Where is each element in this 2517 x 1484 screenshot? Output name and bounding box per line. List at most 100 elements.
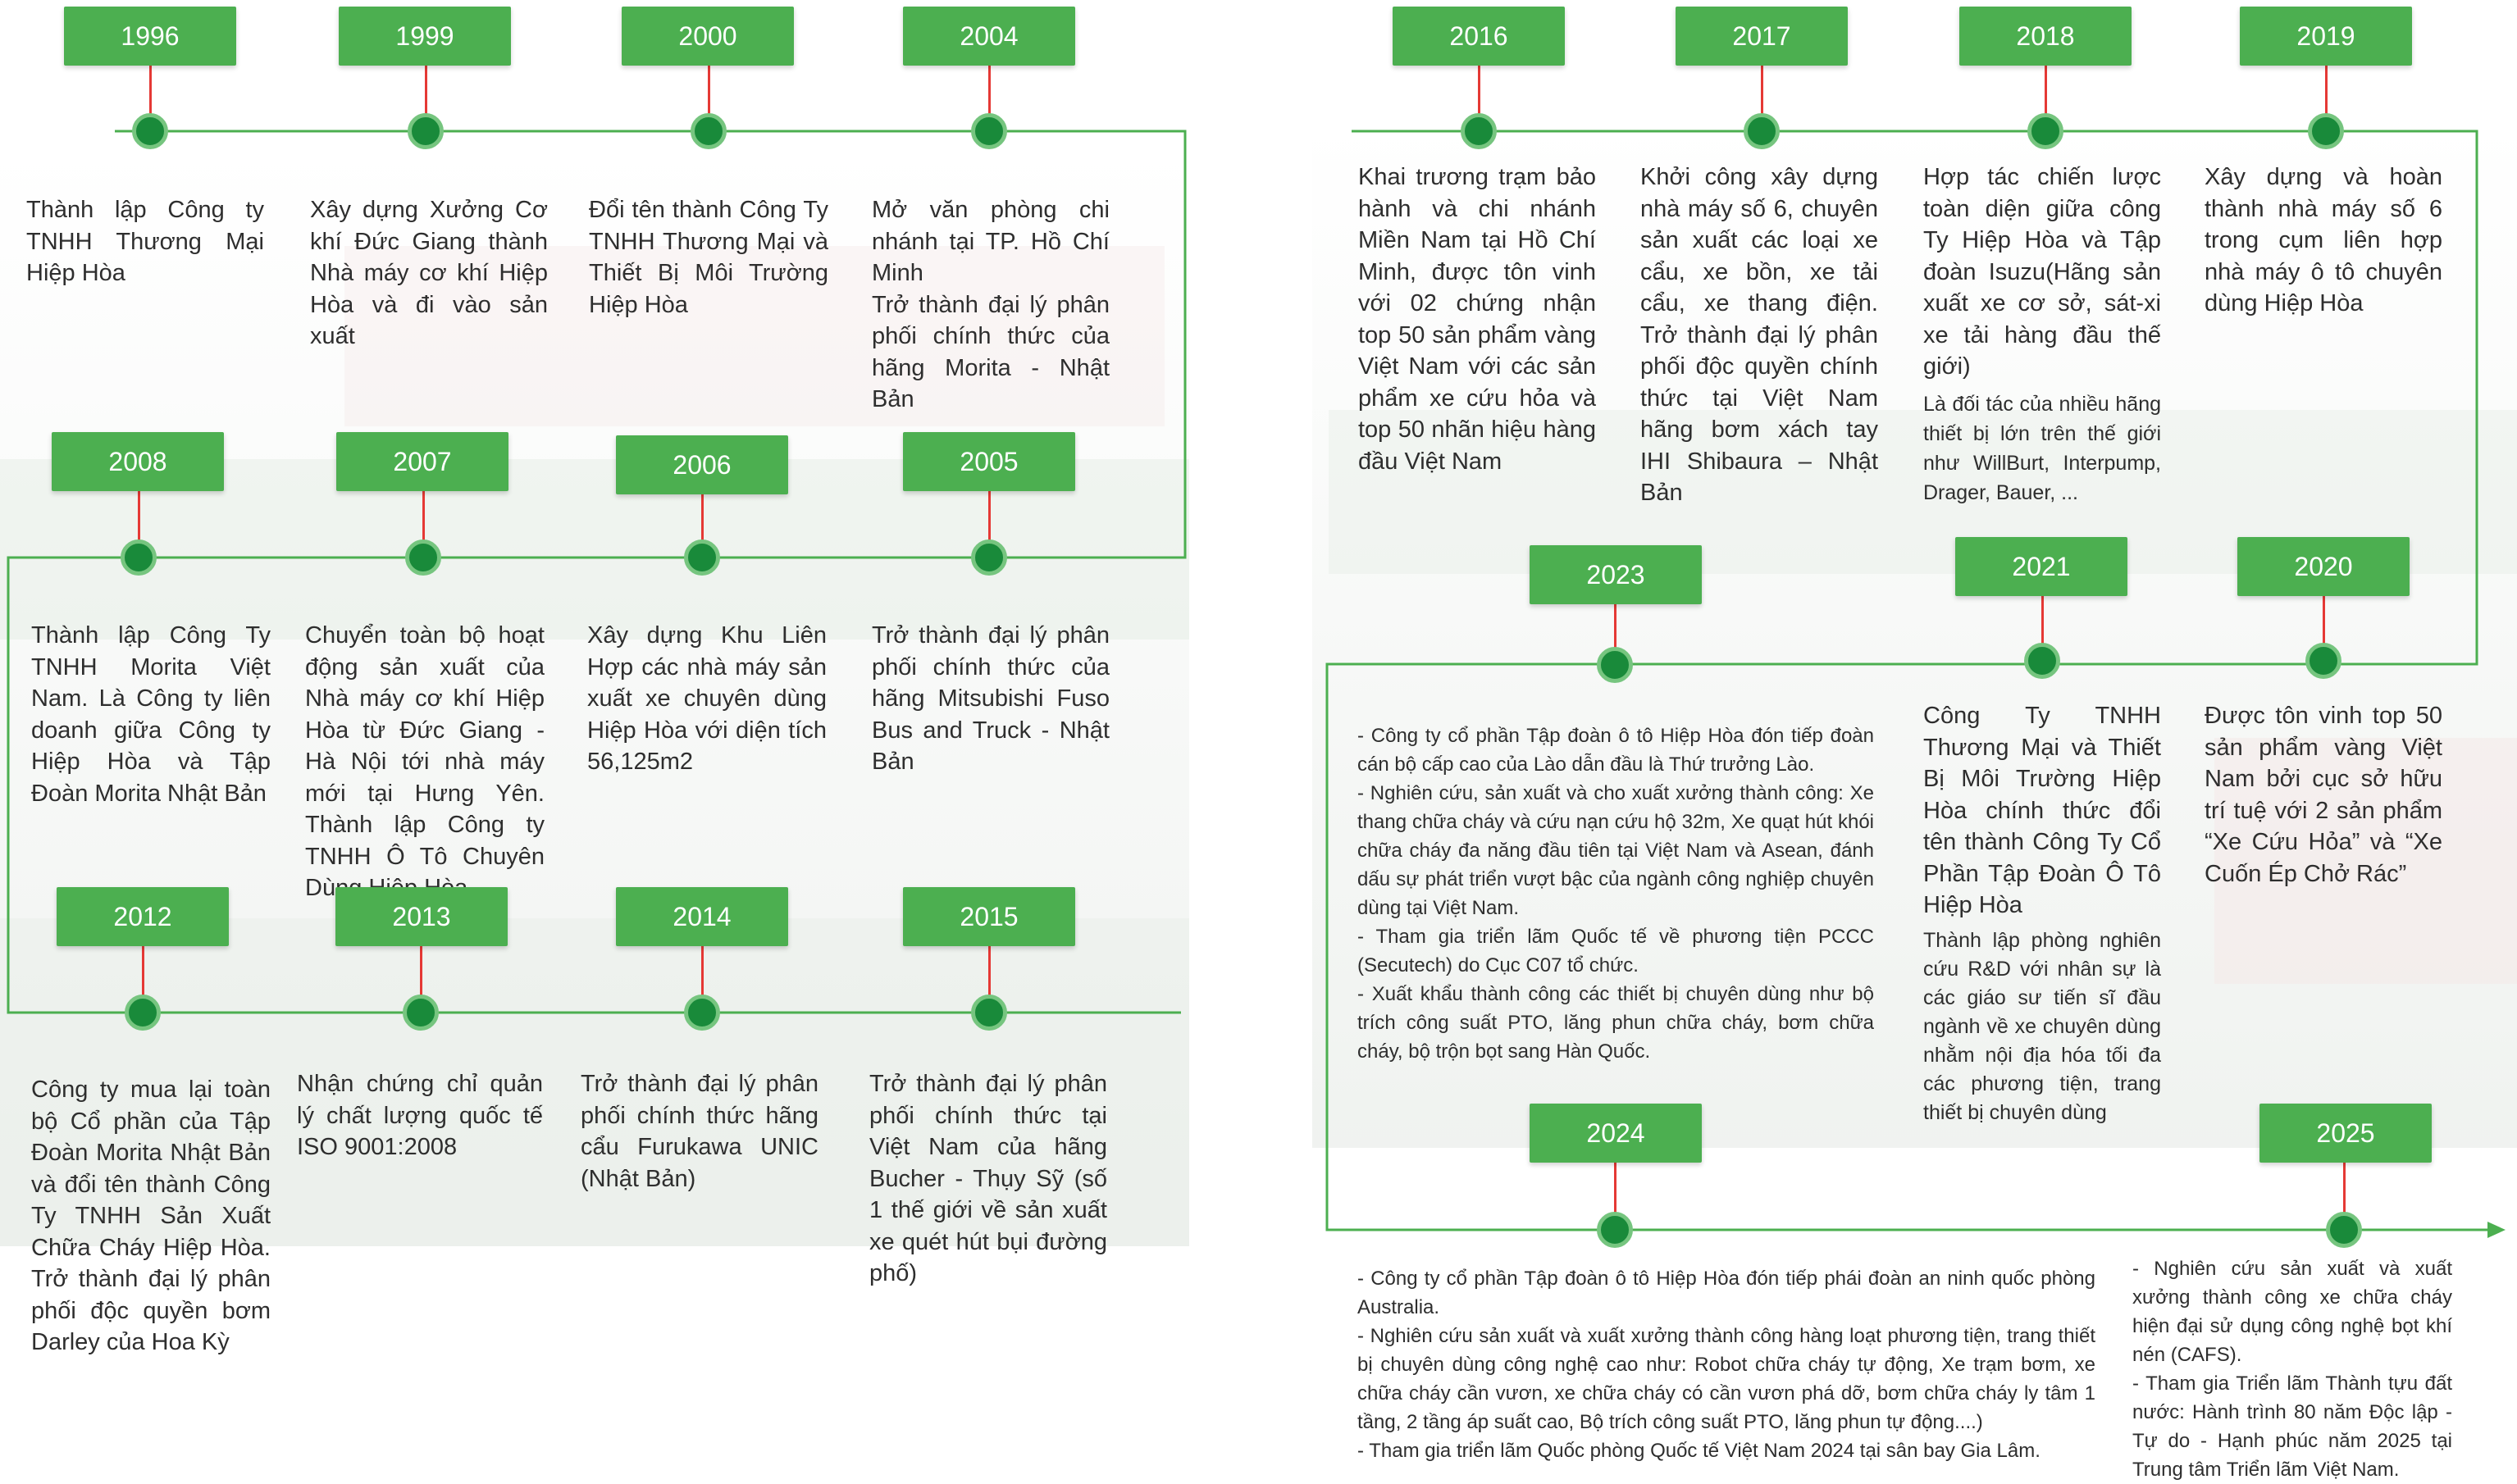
year-badge-2006: 2006 — [616, 435, 788, 494]
year-badge-2024: 2024 — [1530, 1104, 1702, 1163]
year-badge-2019: 2019 — [2240, 7, 2412, 66]
event-text-2025-line1: - Nghiên cứu sản xuất và xuất xưởng thàn… — [2132, 1258, 2452, 1366]
event-text-2020: Được tôn vinh top 50 sản phẩm vàng Việt … — [2205, 703, 2442, 887]
event-text-2018-part1: Hợp tác chiến lược toàn diện giữa công T… — [1923, 164, 2161, 380]
year-badge-2018: 2018 — [1959, 7, 2132, 66]
event-text-2004-part1: Mở văn phòng chi nhánh tại TP. Hồ Chí Mi… — [872, 197, 1110, 286]
timeline-node — [684, 995, 720, 1031]
stem — [149, 66, 152, 123]
event-text-2005: Trở thành đại lý phân phối chính thức củ… — [872, 622, 1110, 775]
stem — [1614, 604, 1616, 655]
year-badge-2020: 2020 — [2237, 537, 2410, 596]
event-text-2021-part1: Công Ty TNHH Thương Mại và Thiết Bị Môi … — [1923, 703, 2161, 918]
event-text-2016: Khai trương trạm bảo hành và chi nhánh M… — [1358, 164, 1596, 475]
year-badge-1999: 1999 — [339, 7, 511, 66]
event-text-2015: Trở thành đại lý phân phối chính thức tạ… — [869, 1071, 1107, 1286]
event-text-2018: Hợp tác chiến lược toàn diện giữa công T… — [1923, 162, 2161, 508]
timeline-node — [971, 539, 1007, 576]
event-text-2025: - Nghiên cứu sản xuất và xuất xưởng thàn… — [2132, 1254, 2452, 1484]
stem — [142, 946, 144, 1004]
timeline-node — [408, 113, 444, 149]
timeline-node — [2305, 643, 2341, 679]
stem — [988, 66, 991, 123]
stem — [1614, 1163, 1616, 1222]
event-text-2004: Mở văn phòng chi nhánh tại TP. Hồ Chí Mi… — [872, 194, 1110, 416]
stem — [701, 494, 704, 549]
timeline-node — [2308, 113, 2344, 149]
event-text-1999: Xây dựng Xưởng Cơ khí Đức Giang thành Nh… — [310, 197, 548, 349]
timeline-line-right-top — [1325, 130, 2489, 1231]
event-text-2023-line1: - Công ty cổ phần Tập đoàn ô tô Hiệp Hòa… — [1357, 725, 1874, 776]
year-badge-2025: 2025 — [2259, 1104, 2432, 1163]
timeline-node — [691, 113, 727, 149]
year-badge-2007: 2007 — [336, 432, 508, 491]
event-text-2018-part2: Là đối tác của nhiều hãng thiết bị lớn t… — [1923, 392, 2161, 504]
event-text-2019: Xây dựng và hoàn thành nhà máy số 6 tron… — [2205, 164, 2442, 316]
stem — [708, 66, 710, 123]
timeline-node — [2326, 1212, 2362, 1248]
stem — [420, 946, 422, 1004]
stem — [425, 66, 427, 123]
year-badge-1996: 1996 — [64, 7, 236, 66]
event-text-2024-line1: - Công ty cổ phần Tập đoàn ô tô Hiệp Hòa… — [1357, 1268, 2095, 1318]
stem — [1478, 66, 1480, 123]
event-text-2024: - Công ty cổ phần Tập đoàn ô tô Hiệp Hòa… — [1357, 1264, 2095, 1465]
year-badge-2000: 2000 — [622, 7, 794, 66]
year-badge-2004: 2004 — [903, 7, 1075, 66]
event-text-2023-line4: - Xuất khẩu thành công các thiết bị chuy… — [1357, 983, 1874, 1063]
event-text-2006: Xây dựng Khu Liên Hợp các nhà máy sản xu… — [587, 622, 827, 775]
event-text-2023: - Công ty cổ phần Tập đoàn ô tô Hiệp Hòa… — [1357, 722, 1874, 1066]
year-badge-2014: 2014 — [616, 887, 788, 946]
stem — [988, 946, 991, 1004]
year-badge-2017: 2017 — [1676, 7, 1848, 66]
year-badge-2015: 2015 — [903, 887, 1075, 946]
stem — [2325, 66, 2328, 123]
timeline-node — [1597, 1212, 1633, 1248]
event-text-2007: Chuyển toàn bộ hoạt động sản xuất của Nh… — [305, 622, 545, 901]
timeline-node — [971, 995, 1007, 1031]
event-text-2023-line2: - Nghiên cứu, sản xuất và cho xuất xưởng… — [1357, 782, 1874, 919]
event-text-2024-line3: - Tham gia triển lãm Quốc phòng Quốc tế … — [1357, 1440, 2041, 1462]
stem — [2041, 596, 2044, 655]
event-text-2004-part2: Trở thành đại lý phân phối chính thức củ… — [872, 291, 1110, 413]
timeline-node — [1597, 647, 1633, 683]
stem — [701, 946, 704, 1004]
timeline-node — [1461, 113, 1497, 149]
year-badge-2013: 2013 — [335, 887, 508, 946]
event-text-2014: Trở thành đại lý phân phối chính thức hã… — [581, 1071, 818, 1192]
timeline-node — [971, 113, 1007, 149]
year-badge-2008: 2008 — [52, 432, 224, 491]
event-text-2025-line2: - Tham gia Triển lãm Thành tựu đất nước:… — [2132, 1372, 2452, 1481]
timeline-node — [403, 995, 439, 1031]
event-text-2008: Thành lập Công Ty TNHH Morita Việt Nam. … — [31, 622, 271, 807]
timeline-node — [2027, 113, 2063, 149]
arrow-head-icon — [2487, 1222, 2506, 1238]
stem — [988, 491, 991, 549]
event-text-2021-part2: Thành lập phòng nghiên cứu R&D với nhân … — [1923, 928, 2161, 1124]
stem — [2323, 596, 2325, 655]
event-text-2023-line3: - Tham gia triển lãm Quốc tế về phương t… — [1357, 926, 1874, 976]
year-badge-2012: 2012 — [57, 887, 229, 946]
timeline-node — [132, 113, 168, 149]
event-text-2000: Đổi tên thành Công Ty TNHH Thương Mại và… — [589, 197, 828, 318]
event-text-2013: Nhận chứng chỉ quản lý chất lượng quốc t… — [297, 1071, 543, 1160]
stem — [2045, 66, 2047, 123]
year-badge-2005: 2005 — [903, 432, 1075, 491]
event-text-1996: Thành lập Công ty TNHH Thương Mại Hiệp H… — [26, 197, 264, 286]
timeline-node — [2024, 643, 2060, 679]
year-badge-2016: 2016 — [1393, 7, 1565, 66]
timeline-node — [121, 539, 157, 576]
event-text-2017: Khởi công xây dựng nhà máy số 6, chuyên … — [1640, 164, 1878, 506]
stem — [2343, 1163, 2346, 1222]
stem — [138, 491, 140, 549]
stem — [1761, 66, 1763, 123]
stem — [422, 491, 425, 549]
event-text-2024-line2: - Nghiên cứu sản xuất và xuất xưởng thàn… — [1357, 1325, 2095, 1433]
year-badge-2021: 2021 — [1955, 537, 2127, 596]
timeline-node — [405, 539, 441, 576]
timeline-node — [125, 995, 161, 1031]
event-text-2021: Công Ty TNHH Thương Mại và Thiết Bị Môi … — [1923, 700, 2161, 1127]
event-text-2012: Công ty mua lại toàn bộ Cổ phần của Tập … — [31, 1077, 271, 1355]
timeline-node — [1744, 113, 1780, 149]
timeline-node — [684, 539, 720, 576]
